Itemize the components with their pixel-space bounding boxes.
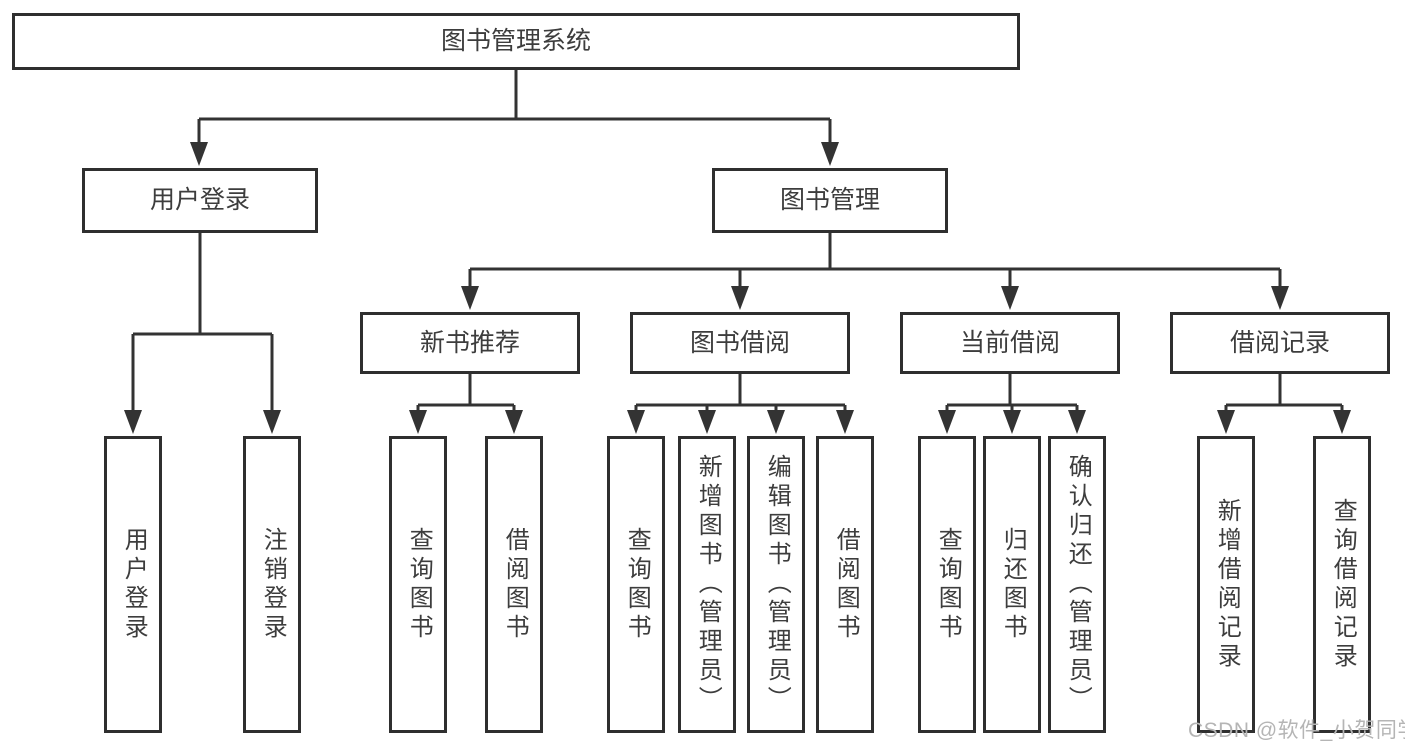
leaf-logout: 注销登录	[243, 436, 301, 733]
node-current-borrowing-label: 当前借阅	[959, 328, 1060, 357]
connector-bookmgmt-to-level3	[461, 233, 1289, 310]
node-book-borrowing: 图书借阅	[630, 312, 850, 374]
node-book-management: 图书管理	[712, 168, 948, 233]
leaf-edit-book-admin: 编辑图书（管理员）	[747, 436, 805, 733]
node-root: 图书管理系统	[12, 13, 1020, 70]
leaf-query-books-current-label: 查询图书	[934, 526, 962, 643]
leaf-edit-book-admin-label: 编辑图书（管理员）	[763, 454, 791, 715]
leaf-borrow-books-recommend: 借阅图书	[485, 436, 543, 733]
leaf-query-books-recommend: 查询图书	[389, 436, 447, 733]
connector-records-to-leaves	[1217, 374, 1351, 434]
connector-bookborrow-to-leaves	[627, 374, 854, 434]
node-root-label: 图书管理系统	[440, 27, 591, 55]
node-user-login-label: 用户登录	[149, 186, 250, 214]
leaf-logout-label: 注销登录	[259, 526, 287, 643]
leaf-query-books-borrow-label: 查询图书	[623, 526, 651, 643]
leaf-return-book: 归还图书	[983, 436, 1041, 733]
leaf-user-login: 用户登录	[104, 436, 162, 733]
leaf-confirm-return-admin-label: 确认归还（管理员）	[1064, 454, 1092, 715]
connector-currentborrow-to-leaves	[938, 374, 1086, 434]
leaf-add-book-admin-label: 新增图书（管理员）	[694, 454, 722, 715]
node-book-management-label: 图书管理	[779, 186, 880, 214]
connector-userlogin-to-leaves	[124, 233, 281, 434]
leaf-confirm-return-admin: 确认归还（管理员）	[1048, 436, 1106, 733]
node-new-book-recommend-label: 新书推荐	[419, 328, 520, 357]
leaf-add-borrow-record-label: 新增借阅记录	[1213, 497, 1241, 672]
leaf-user-login-label: 用户登录	[120, 526, 148, 643]
leaf-query-borrow-record: 查询借阅记录	[1313, 436, 1371, 733]
node-user-login: 用户登录	[82, 168, 318, 233]
leaf-borrow-books: 借阅图书	[816, 436, 874, 733]
node-new-book-recommend: 新书推荐	[360, 312, 580, 374]
leaf-add-book-admin: 新增图书（管理员）	[678, 436, 736, 733]
node-borrowing-records-label: 借阅记录	[1229, 328, 1330, 357]
node-book-borrowing-label: 图书借阅	[689, 328, 790, 357]
node-borrowing-records: 借阅记录	[1170, 312, 1390, 374]
leaf-query-books-recommend-label: 查询图书	[405, 526, 433, 643]
csdn-watermark: CSDN @软件_小贺同学	[1188, 719, 1405, 742]
leaf-query-borrow-record-label: 查询借阅记录	[1329, 497, 1357, 672]
leaf-return-book-label: 归还图书	[999, 526, 1027, 643]
node-current-borrowing: 当前借阅	[900, 312, 1120, 374]
leaf-borrow-books-recommend-label: 借阅图书	[501, 526, 529, 643]
connector-root-to-level2	[190, 70, 839, 166]
leaf-query-books-current: 查询图书	[918, 436, 976, 733]
leaf-add-borrow-record: 新增借阅记录	[1197, 436, 1255, 733]
leaf-query-books-borrow: 查询图书	[607, 436, 665, 733]
leaf-borrow-books-label: 借阅图书	[832, 526, 860, 643]
connector-newbook-to-leaves	[409, 374, 523, 434]
